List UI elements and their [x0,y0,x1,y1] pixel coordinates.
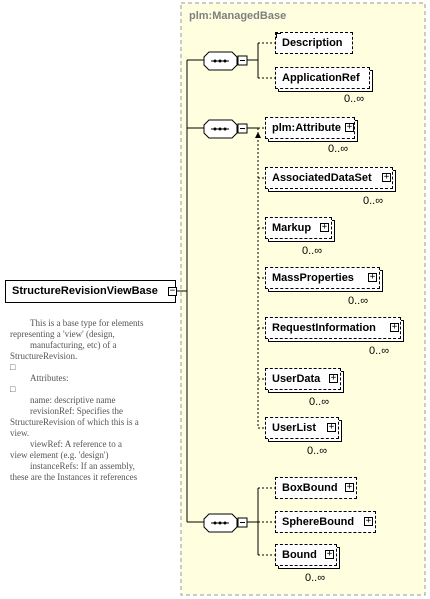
user-data-occurrence: 0..∞ [309,396,330,408]
markup-occurrence: 0..∞ [302,245,323,257]
bound-element[interactable]: Bound [275,544,337,566]
markup-label: Markup [272,222,312,234]
bound-occurrence: 0..∞ [305,572,326,584]
application-ref-label: ApplicationRef [282,72,360,84]
doc-line: This is a base type for elements [30,318,144,328]
sphere-bound-element[interactable]: SphereBound [275,511,376,533]
associated-data-set-label: AssociatedDataSet [272,172,372,184]
root-element-box[interactable]: StructureRevisionViewBase [5,280,176,303]
application-ref-occurrence: 0..∞ [344,93,365,105]
associated-data-set-element[interactable]: AssociatedDataSet [265,167,393,189]
root-element-label: StructureRevisionViewBase [12,285,158,297]
doc-line: revisionRef: Specifies the [30,406,123,416]
doc-line: name: descriptive name [30,395,116,405]
user-list-occurrence: 0..∞ [307,445,328,457]
description-element[interactable]: Description [275,32,353,54]
request-information-element[interactable]: RequestInformation [265,317,401,339]
documentation-text: This is a base type for elements represe… [10,318,178,483]
markup-element[interactable]: Markup [265,217,332,239]
expand-icon[interactable]: + [325,549,334,559]
request-information-label: RequestInformation [272,322,376,334]
associated-data-set-occurrence: 0..∞ [363,195,384,207]
doc-line: representing a 'view' (design, [10,329,115,339]
doc-line: viewRef: A reference to a [30,439,122,449]
expand-icon[interactable]: + [327,422,336,432]
base-type-label: plm:ManagedBase [189,10,287,22]
user-data-element[interactable]: UserData [265,368,341,390]
doc-line: Attributes: [30,373,69,383]
expand-icon[interactable]: + [320,222,329,232]
attribute-label: plm:Attribute [272,122,342,134]
doc-line: these are the Instances it references [10,472,138,482]
doc-line: □ [10,384,16,394]
base-type-frame [180,2,426,596]
choice-compositor [203,513,248,533]
doc-line: StructureRevision of which this is a [10,417,139,427]
expand-icon[interactable]: + [329,373,338,383]
documentation-icon [276,33,281,38]
doc-line: □ [10,362,16,372]
doc-line: view. [10,428,30,438]
sequence-compositor-1 [203,51,248,71]
mass-properties-occurrence: 0..∞ [348,295,369,307]
request-information-occurrence: 0..∞ [369,345,390,357]
expand-icon[interactable]: + [382,172,391,182]
description-label: Description [282,37,343,49]
application-ref-element[interactable]: ApplicationRef [275,67,370,89]
attribute-occurrence: 0..∞ [328,143,349,155]
user-list-element[interactable]: UserList [265,417,339,439]
doc-line: view element (e.g. 'design') [10,450,109,460]
mass-properties-label: MassProperties [272,272,354,284]
expand-icon[interactable]: + [368,272,377,282]
bound-label: Bound [282,549,317,561]
expand-icon[interactable]: + [345,482,354,492]
box-bound-element[interactable]: BoxBound [275,477,357,499]
expand-icon[interactable]: + [364,516,373,526]
mass-properties-element[interactable]: MassProperties [265,267,380,289]
collapse-icon[interactable]: − [168,286,177,296]
user-list-label: UserList [272,422,317,434]
doc-line: StructureRevision. [10,351,78,361]
doc-line: instanceRefs: If an assembly, [30,461,135,471]
user-data-label: UserData [272,373,321,385]
attribute-element[interactable]: plm:Attribute [265,117,355,139]
expand-icon[interactable]: + [390,322,399,332]
doc-line: manufacturing, etc) of a [30,340,117,350]
sphere-bound-label: SphereBound [282,516,355,528]
expand-icon[interactable]: + [345,122,354,132]
sequence-compositor-2 [203,119,248,139]
box-bound-label: BoxBound [282,482,338,494]
